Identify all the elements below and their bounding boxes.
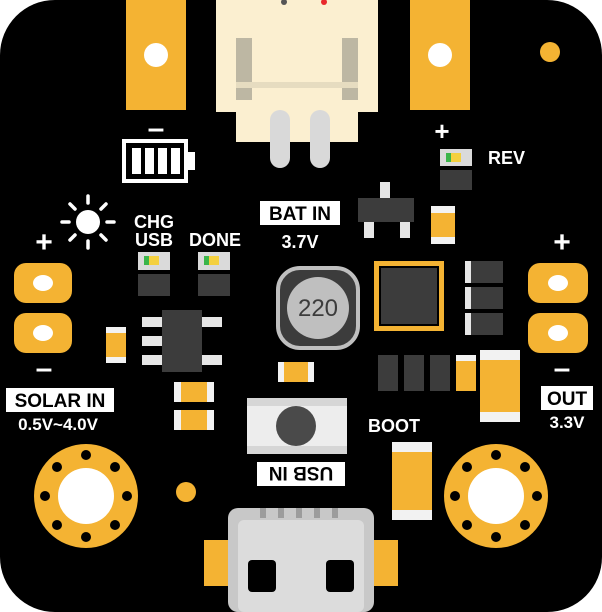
out-minus-hole xyxy=(548,325,568,341)
resistor-r1 xyxy=(465,261,503,283)
rev-led xyxy=(440,149,472,166)
out-label: OUT xyxy=(547,389,588,410)
resistor-r2-cap-l xyxy=(465,287,471,309)
mosfet xyxy=(358,182,414,238)
usb-in-label-group: USB IN xyxy=(257,462,345,486)
resistor-r4 xyxy=(378,355,398,391)
solar-minus-label: – xyxy=(36,352,53,385)
out-voltage-label: 3.3V xyxy=(550,413,586,432)
battery-icon xyxy=(122,139,195,183)
chg-led xyxy=(138,252,170,270)
resistor-r2 xyxy=(465,287,503,309)
done-label: DONE xyxy=(189,230,241,250)
main-ic xyxy=(374,261,444,331)
cap-orange-left-1 xyxy=(174,382,214,402)
done-resistor xyxy=(198,274,230,296)
battery-minus-label: – xyxy=(148,112,165,145)
solar-plus-hole xyxy=(33,275,53,291)
solar-range-label: 0.5V~4.0V xyxy=(18,415,99,434)
solar-in-box xyxy=(6,388,114,412)
resistor-r3 xyxy=(465,313,503,335)
out-plus-hole xyxy=(548,275,568,291)
battery-connector xyxy=(216,0,378,168)
cap-orange-top xyxy=(431,206,455,244)
bat-in-box xyxy=(260,201,340,225)
chg-label: CHG xyxy=(134,212,174,232)
fiducial-top-right xyxy=(540,42,560,62)
resistor-r6 xyxy=(430,355,450,391)
done-led xyxy=(198,252,230,270)
solar-minus-hole xyxy=(33,325,53,341)
cap-orange-small xyxy=(456,355,476,391)
out-plus-label: + xyxy=(553,226,571,259)
solar-plus-label: + xyxy=(35,226,53,259)
cap-orange-left xyxy=(106,327,126,363)
out-minus-label: – xyxy=(554,352,571,385)
cap-orange-center xyxy=(278,362,314,382)
boot-label: BOOT xyxy=(368,416,420,436)
sun-icon xyxy=(60,194,116,250)
mount-hole-top-right xyxy=(428,43,452,67)
mount-ring-right xyxy=(444,444,548,548)
solar-in-label: SOLAR IN xyxy=(15,391,106,412)
rev-label: REV xyxy=(488,148,525,168)
cap-orange-large-right xyxy=(480,350,520,422)
rev-resistor xyxy=(440,170,472,190)
regulator-chip xyxy=(142,310,222,372)
inductor xyxy=(276,266,360,350)
mount-ring-left xyxy=(34,444,138,548)
fiducial-bottom-left xyxy=(176,482,196,502)
usb-c-connector xyxy=(204,508,398,612)
inductor-label: 220 xyxy=(298,295,338,322)
out-box xyxy=(541,386,593,410)
cap-orange-large-bottom xyxy=(392,442,432,520)
resistor-r1-cap-l xyxy=(465,261,471,283)
chg-resistor xyxy=(138,274,170,296)
usb-label: USB xyxy=(135,230,173,250)
bat-voltage-label: 3.7V xyxy=(281,232,318,252)
mount-hole-top-left xyxy=(144,43,168,67)
rev-plus-label: + xyxy=(434,116,449,146)
resistor-r3-cap-l xyxy=(465,313,471,335)
resistor-r5 xyxy=(404,355,424,391)
boot-button[interactable] xyxy=(247,398,347,454)
usb-in-label: USB IN xyxy=(269,462,333,483)
cap-orange-left-2 xyxy=(174,410,214,430)
bat-in-label: BAT IN xyxy=(269,204,331,225)
